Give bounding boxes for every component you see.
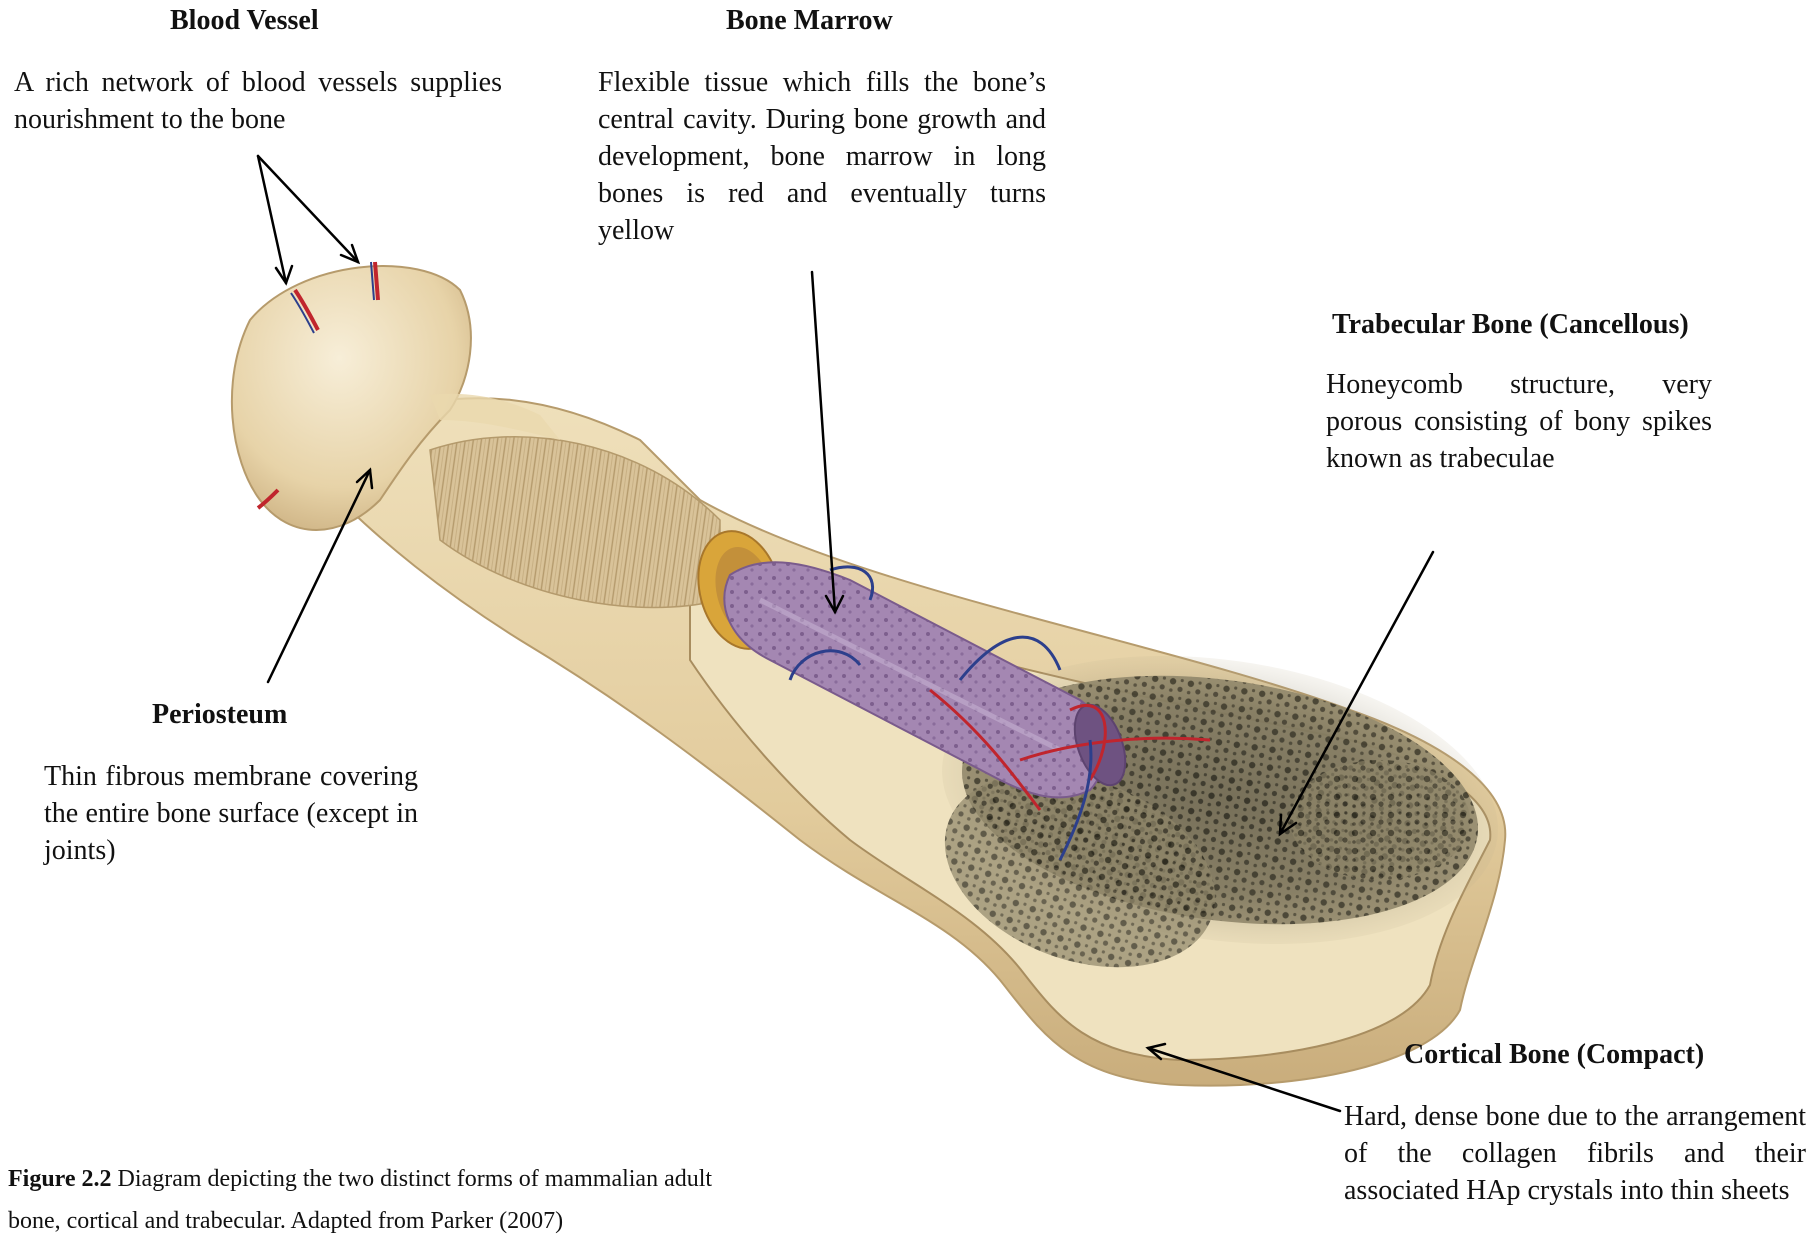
bone-marrow-desc: Flexible tissue which fills the bone’s c… bbox=[598, 64, 1046, 249]
cortical-desc: Hard, dense bone due to the arrangement … bbox=[1344, 1098, 1806, 1209]
figure-caption: Figure 2.2 Diagram depicting the two dis… bbox=[8, 1158, 712, 1242]
caption-line2: bone, cortical and trabecular. Adapted f… bbox=[8, 1208, 563, 1234]
figure-label: Figure 2.2 bbox=[8, 1166, 112, 1192]
periosteum-desc: Thin fibrous membrane covering the entir… bbox=[44, 758, 418, 869]
trabecular-desc: Honeycomb structure, very porous consist… bbox=[1326, 366, 1712, 477]
trabecular-title: Trabecular Bone (Cancellous) bbox=[1332, 308, 1689, 342]
bone-marrow-title: Bone Marrow bbox=[726, 4, 893, 38]
cortical-title: Cortical Bone (Compact) bbox=[1404, 1038, 1704, 1072]
caption-line1: Diagram depicting the two distinct forms… bbox=[118, 1166, 713, 1192]
blood-vessel-title: Blood Vessel bbox=[170, 4, 319, 38]
blood-vessel-desc: A rich network of blood vessels supplies… bbox=[14, 64, 502, 138]
periosteum-title: Periosteum bbox=[152, 698, 287, 732]
